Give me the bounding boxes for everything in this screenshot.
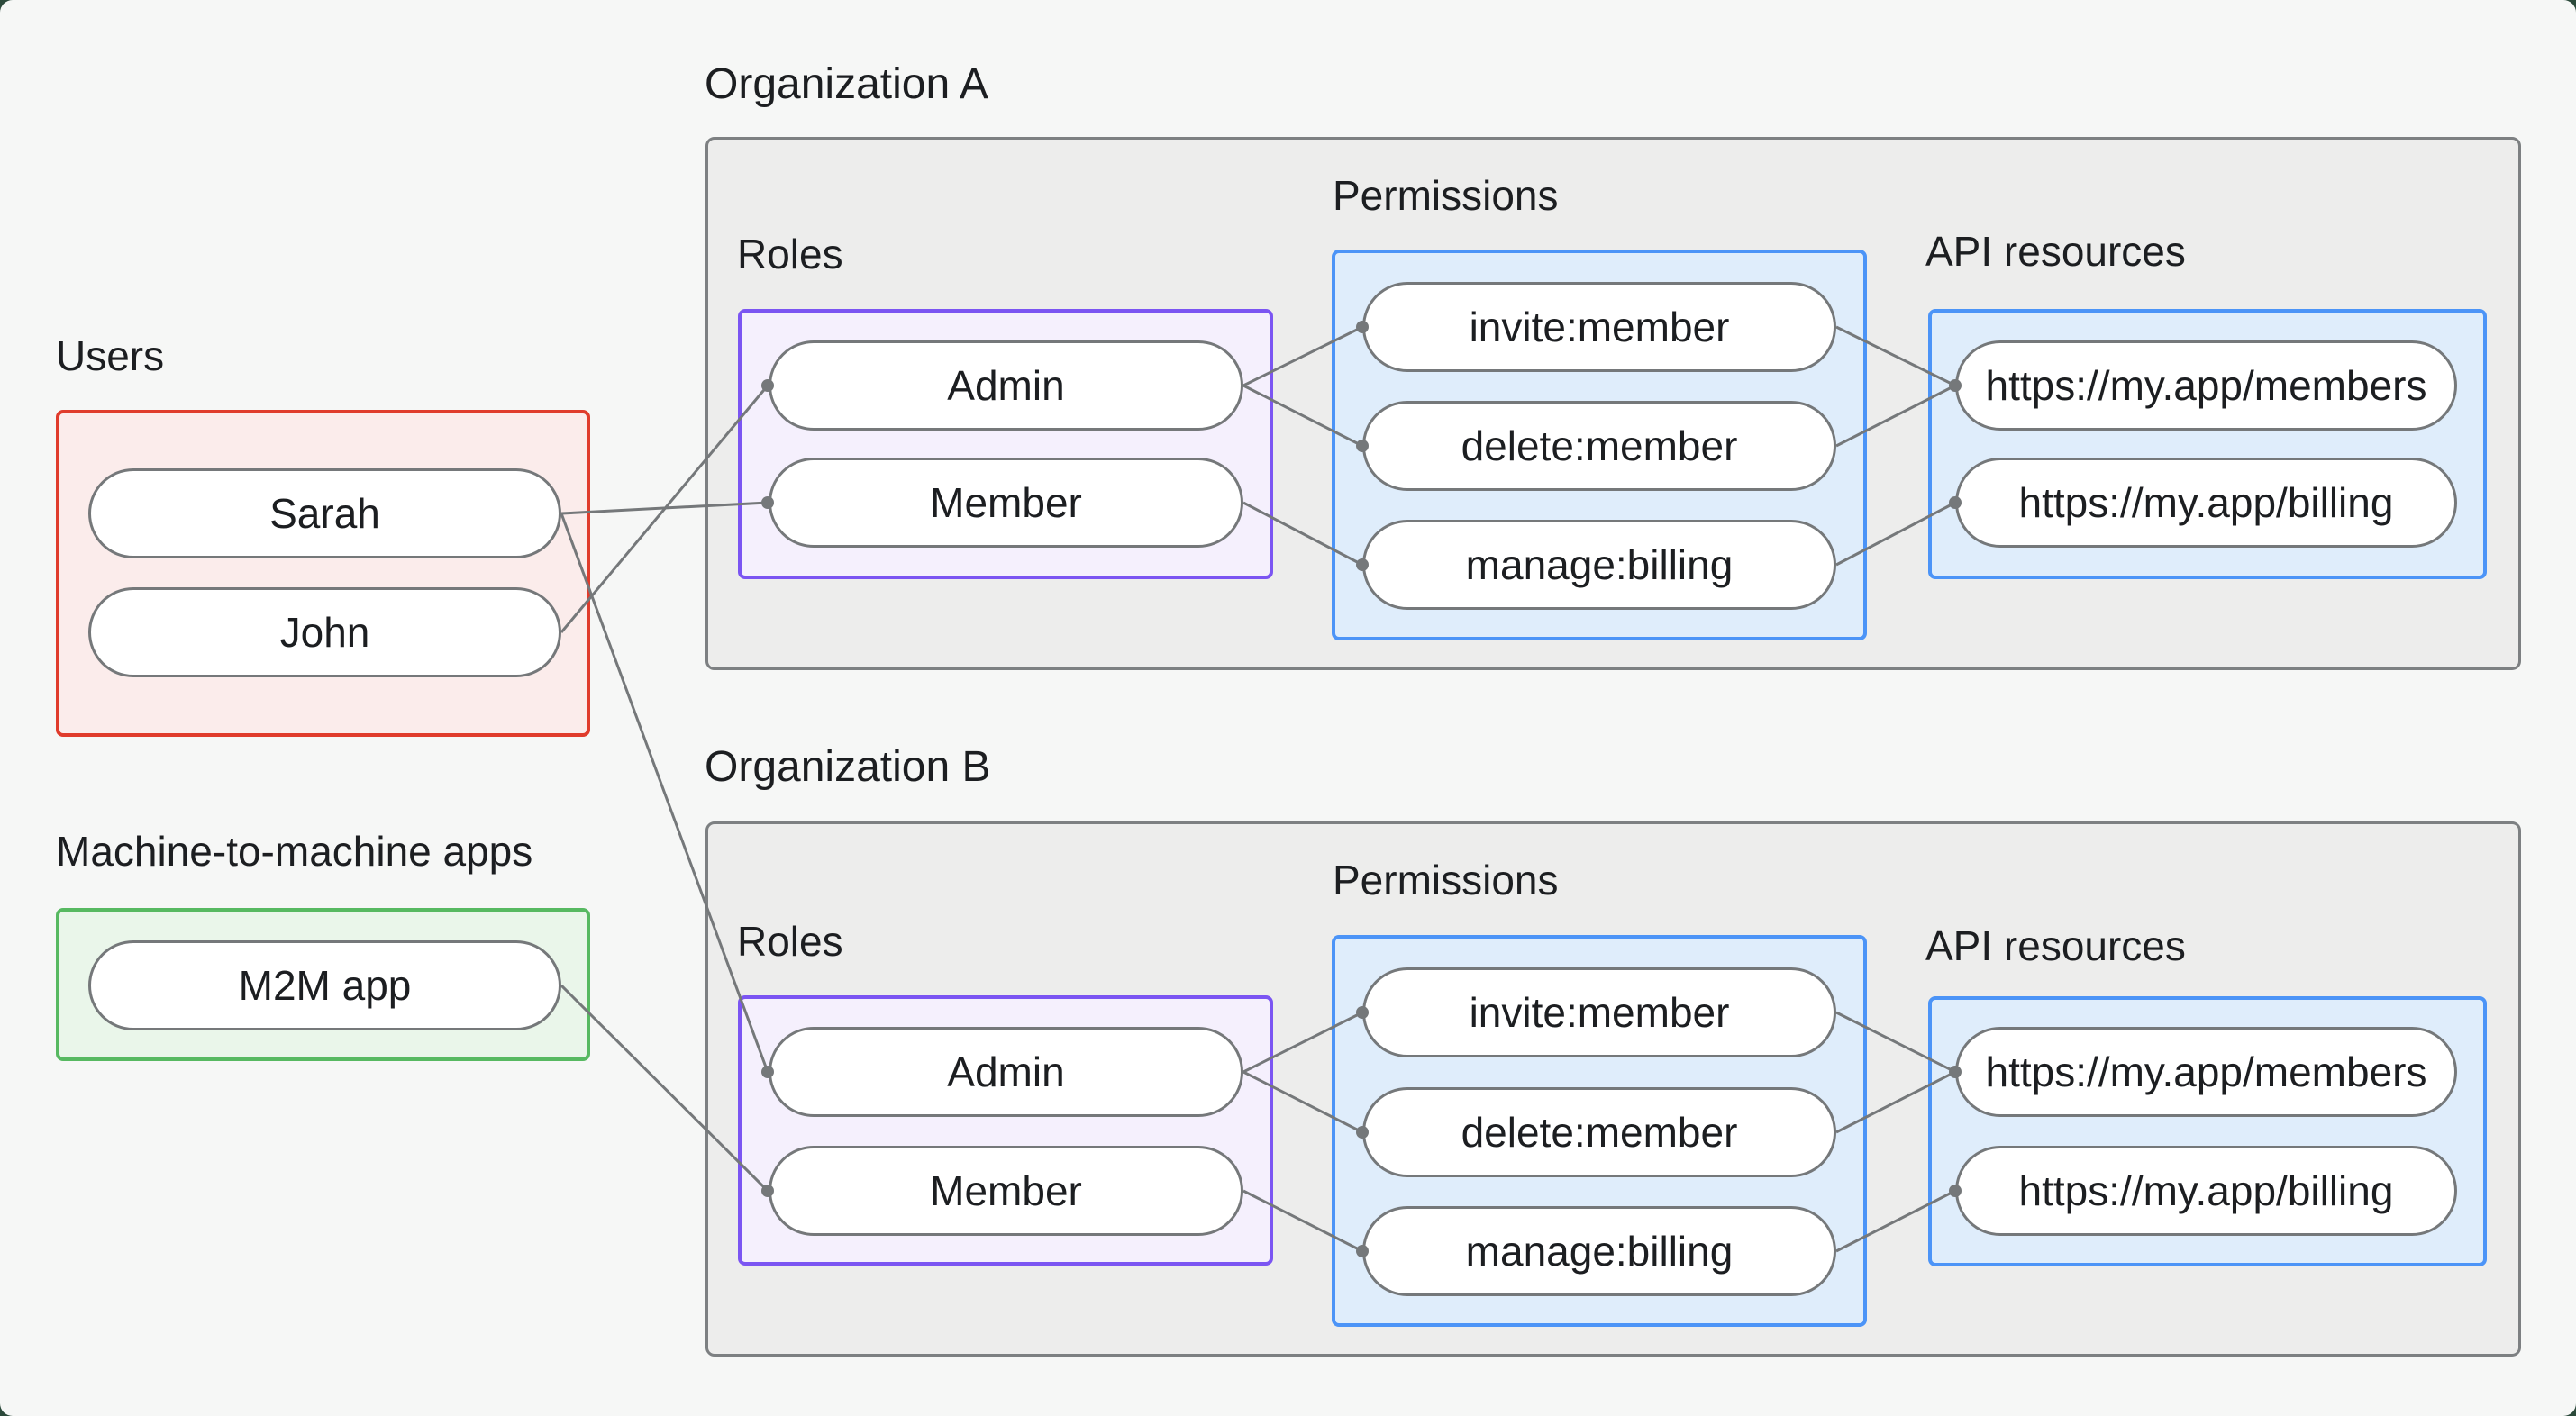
node-org-a-perm-manage-billing: manage:billing: [1362, 520, 1836, 610]
org-a-title: Organization A: [705, 60, 988, 108]
node-label: https://my.app/billing: [2018, 479, 2394, 526]
m2m-group-label: Machine-to-machine apps: [56, 828, 533, 875]
node-org-b-role-admin: Admin: [769, 1027, 1243, 1117]
node-label: delete:member: [1461, 422, 1738, 469]
node-org-a-perm-delete-member: delete:member: [1362, 401, 1836, 491]
node-label: M2M app: [238, 962, 412, 1009]
node-org-a-api-billing: https://my.app/billing: [1955, 458, 2457, 548]
node-label: invite:member: [1469, 304, 1730, 350]
node-org-b-api-members: https://my.app/members: [1955, 1027, 2457, 1117]
node-label: Member: [930, 479, 1082, 526]
node-org-a-perm-invite-member: invite:member: [1362, 282, 1836, 372]
node-label: https://my.app/billing: [2018, 1167, 2394, 1214]
node-label: Admin: [947, 1048, 1065, 1095]
org-a-api-resources-label: API resources: [1925, 228, 2186, 275]
node-org-b-perm-delete-member: delete:member: [1362, 1087, 1836, 1177]
node-org-b-perm-invite-member: invite:member: [1362, 967, 1836, 1057]
node-label: Admin: [947, 362, 1065, 409]
org-a-roles-label: Roles: [737, 231, 843, 277]
node-label: Member: [930, 1167, 1082, 1214]
org-b-api-resources-label: API resources: [1925, 922, 2186, 969]
node-label: manage:billing: [1465, 541, 1734, 588]
node-org-b-api-billing: https://my.app/billing: [1955, 1146, 2457, 1236]
node-org-a-role-admin: Admin: [769, 340, 1243, 431]
org-b-roles-label: Roles: [737, 918, 843, 965]
node-user-sarah: Sarah: [88, 468, 561, 558]
node-label: invite:member: [1469, 989, 1730, 1036]
node-m2m-app: M2M app: [88, 940, 561, 1030]
org-b-title: Organization B: [705, 743, 991, 791]
node-user-john: John: [88, 587, 561, 677]
node-org-a-api-members: https://my.app/members: [1955, 340, 2457, 431]
node-label: delete:member: [1461, 1109, 1738, 1156]
node-label: https://my.app/members: [1985, 362, 2427, 409]
users-group-label: Users: [56, 332, 165, 379]
node-org-a-role-member: Member: [769, 458, 1243, 548]
node-org-b-perm-manage-billing: manage:billing: [1362, 1206, 1836, 1296]
org-a-permissions-label: Permissions: [1333, 172, 1559, 219]
node-label: https://my.app/members: [1985, 1048, 2427, 1095]
org-b-permissions-label: Permissions: [1333, 857, 1559, 903]
users-group-box: [56, 410, 590, 737]
node-org-b-role-member: Member: [769, 1146, 1243, 1236]
node-label: manage:billing: [1465, 1228, 1734, 1275]
node-label: John: [279, 609, 370, 656]
node-label: Sarah: [269, 490, 380, 537]
